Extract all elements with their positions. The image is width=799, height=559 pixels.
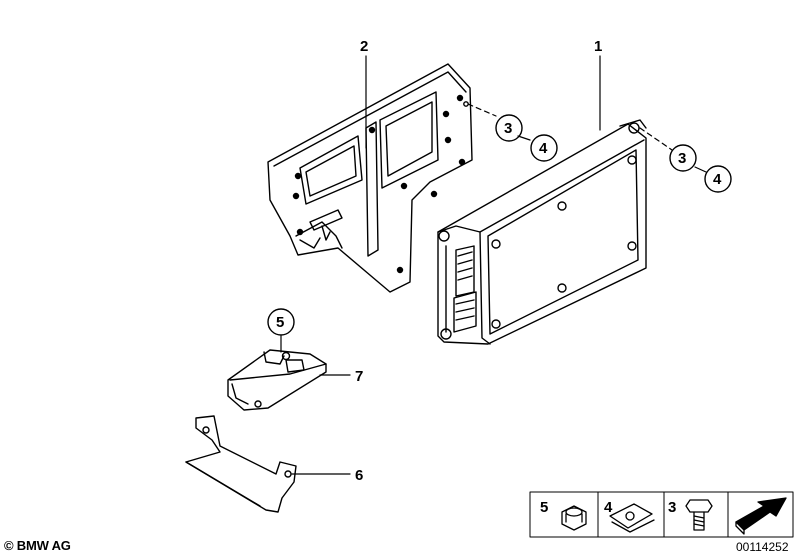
callout-label-part-3-right: 3 (678, 150, 686, 167)
callout-labels: 2 1 3 4 3 4 5 7 6 5 4 3 (276, 38, 722, 516)
clip-nut-icon (609, 503, 655, 533)
bolt-icon (685, 499, 713, 531)
callout-label-part-6: 6 (355, 467, 363, 484)
callout-label-part-5: 5 (276, 314, 284, 331)
legend-label-3: 3 (668, 499, 676, 516)
callout-label-part-3-top: 3 (504, 120, 512, 137)
callout-label-part-1: 1 (594, 38, 602, 55)
holder-part-6 (185, 415, 297, 513)
legend-label-4: 4 (604, 499, 613, 516)
nut-icon (561, 505, 587, 531)
legend-box (529, 491, 794, 538)
bracket-part-2 (267, 63, 473, 293)
arrow-icon (735, 497, 787, 535)
control-unit-part-1 (437, 119, 647, 345)
callout-label-part-4-right: 4 (713, 171, 722, 188)
copyright-text: © BMW AG (4, 538, 71, 553)
module-part-7 (227, 349, 327, 411)
callout-circles (267, 114, 732, 336)
callout-label-part-4-top: 4 (539, 140, 548, 157)
callout-label-part-7: 7 (355, 368, 363, 385)
legend-label-5: 5 (540, 499, 548, 516)
document-number: 00114252 (736, 540, 789, 554)
callout-label-part-2: 2 (360, 38, 368, 55)
leader-lines (280, 55, 707, 475)
